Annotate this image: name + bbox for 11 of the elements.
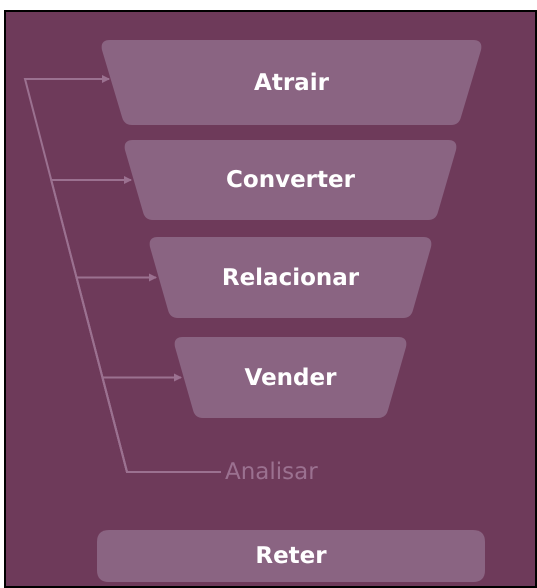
funnel-stage (173, 337, 408, 418)
funnel-stage (100, 40, 483, 125)
stage-label: Vender (244, 364, 336, 390)
stage-box (97, 530, 485, 582)
stage-label: Relacionar (222, 264, 360, 290)
stage-label: Reter (255, 543, 327, 569)
funnel-stage (148, 237, 433, 318)
funnel-stage (123, 140, 458, 220)
stage-label: Converter (226, 167, 355, 193)
stage-label: Atrair (254, 70, 329, 96)
arrow (101, 374, 221, 473)
